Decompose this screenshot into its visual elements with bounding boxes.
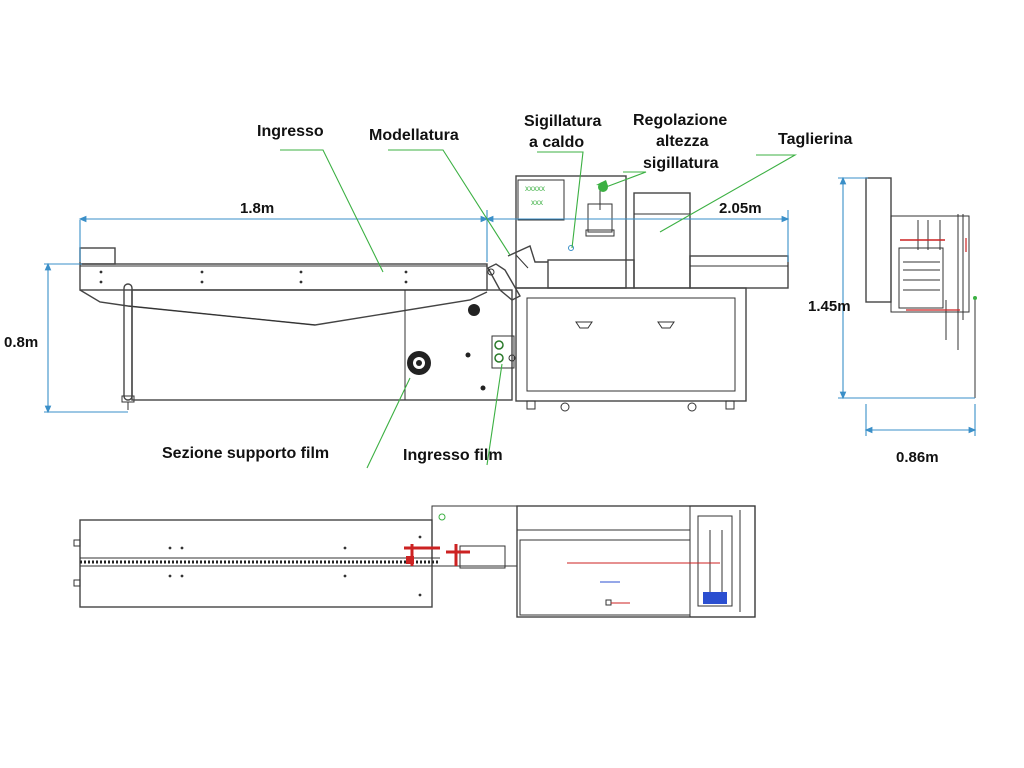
infeed-conveyor	[79, 247, 488, 410]
main-body	[515, 287, 747, 412]
label-regolazione-line1: Regolazione	[633, 112, 727, 129]
dim-infeed-height: 0.8m	[4, 334, 38, 351]
label-sigillatura-line2: a caldo	[529, 134, 584, 151]
label-regolazione-line3: sigillatura	[643, 155, 719, 172]
side-dimensions: 1.8m 2.05m 0.8m	[4, 200, 790, 414]
film-support-section	[131, 289, 516, 401]
end-dimensions: 1.45m 0.86m	[808, 176, 977, 466]
forming-unit	[487, 245, 548, 301]
conveyor-rivets	[99, 270, 408, 284]
label-ingresso: Ingresso	[257, 123, 324, 140]
dim-total-height: 1.45m	[808, 298, 851, 315]
panel-mark-2: xxx	[531, 198, 543, 207]
label-ingresso-film: Ingresso film	[403, 447, 503, 464]
dim-infeed-length: 1.8m	[240, 200, 274, 217]
panel-mark-1: xxxxx	[525, 184, 545, 193]
dim-total-width: 0.86m	[896, 449, 939, 466]
label-regolazione-line2: altezza	[656, 133, 709, 150]
sealing-head: xxxxx xxx	[515, 175, 635, 289]
leader-lines	[280, 149, 798, 469]
dim-main-length: 2.05m	[719, 200, 762, 217]
side-view: xxxxx xxx	[79, 175, 789, 412]
label-sezione-supporto-film: Sezione supporto film	[162, 445, 329, 462]
label-taglierina: Taglierina	[778, 131, 852, 148]
end-view	[865, 177, 977, 398]
cutter-unit	[633, 192, 789, 289]
labels: Ingresso Modellatura Sigillatura a caldo…	[162, 112, 852, 464]
top-view	[73, 505, 756, 618]
label-modellatura: Modellatura	[369, 127, 459, 144]
label-sigillatura-line1: Sigillatura	[524, 113, 601, 130]
